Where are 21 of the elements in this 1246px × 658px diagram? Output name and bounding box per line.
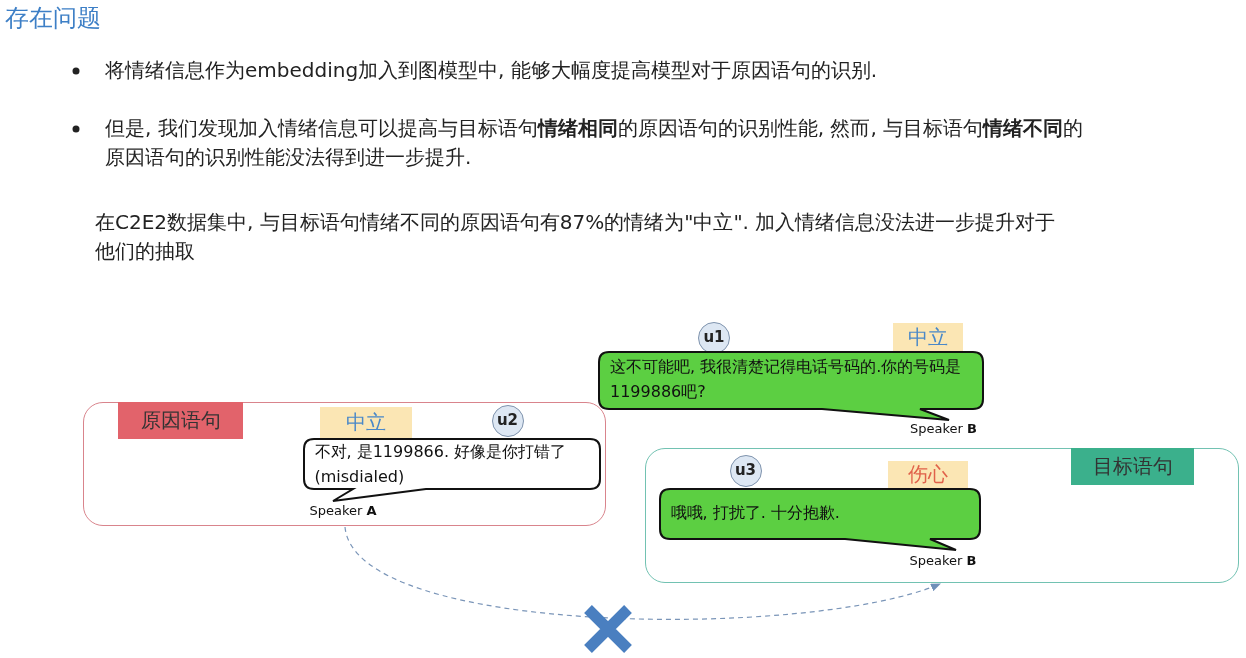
panel-frame <box>83 402 606 526</box>
utterance-circle: u3 <box>729 454 762 487</box>
bullet-text: 将情绪信息作为embedding加入到图模型中, 能够大幅度提高模型对于原因语句的识别. <box>105 57 879 84</box>
heading-tag: 目标语句 <box>1071 447 1194 485</box>
emotion-tag: 伤心 <box>887 460 968 488</box>
connector-arrow <box>344 526 941 620</box>
panel-frame <box>645 448 1239 583</box>
emotion-tag: 中立 <box>893 323 963 351</box>
speaker-label: Speaker B <box>910 421 977 436</box>
speaker-label: Speaker A <box>309 502 377 518</box>
note-text: 在C2E2数据集中, 与目标语句情绪不同的原因语句有87%的情绪为"中立". 加入情绪信息没法进一步提升对于他们的抽取 <box>95 209 1057 265</box>
utterance-circle: u1 <box>698 322 730 354</box>
bullet-text: 但是, 我们发现加入情绪信息可以提高与目标语句情绪相同的原因语句的识别性能, 然而, 与目标语句情绪不同的原因语句的识别性能没法得到进一步提升. <box>105 115 1085 171</box>
speech-bubble: 这不可能吧, 我很清楚记得电话号码的.你的号码是1199886吧? <box>598 351 984 422</box>
slide-title: 存在问题 <box>5 3 101 34</box>
heading-tag: 原因语句 <box>118 401 243 439</box>
speech-bubble: 哦哦, 打扰了. 十分抱歉. <box>658 487 981 552</box>
utterance-circle: u2 <box>491 404 524 437</box>
emotion-tag: 中立 <box>319 406 412 438</box>
speech-bubble: 不对, 是1199866. 好像是你打错了(misdialed) <box>302 437 601 503</box>
speaker-label: Speaker B <box>909 552 977 568</box>
